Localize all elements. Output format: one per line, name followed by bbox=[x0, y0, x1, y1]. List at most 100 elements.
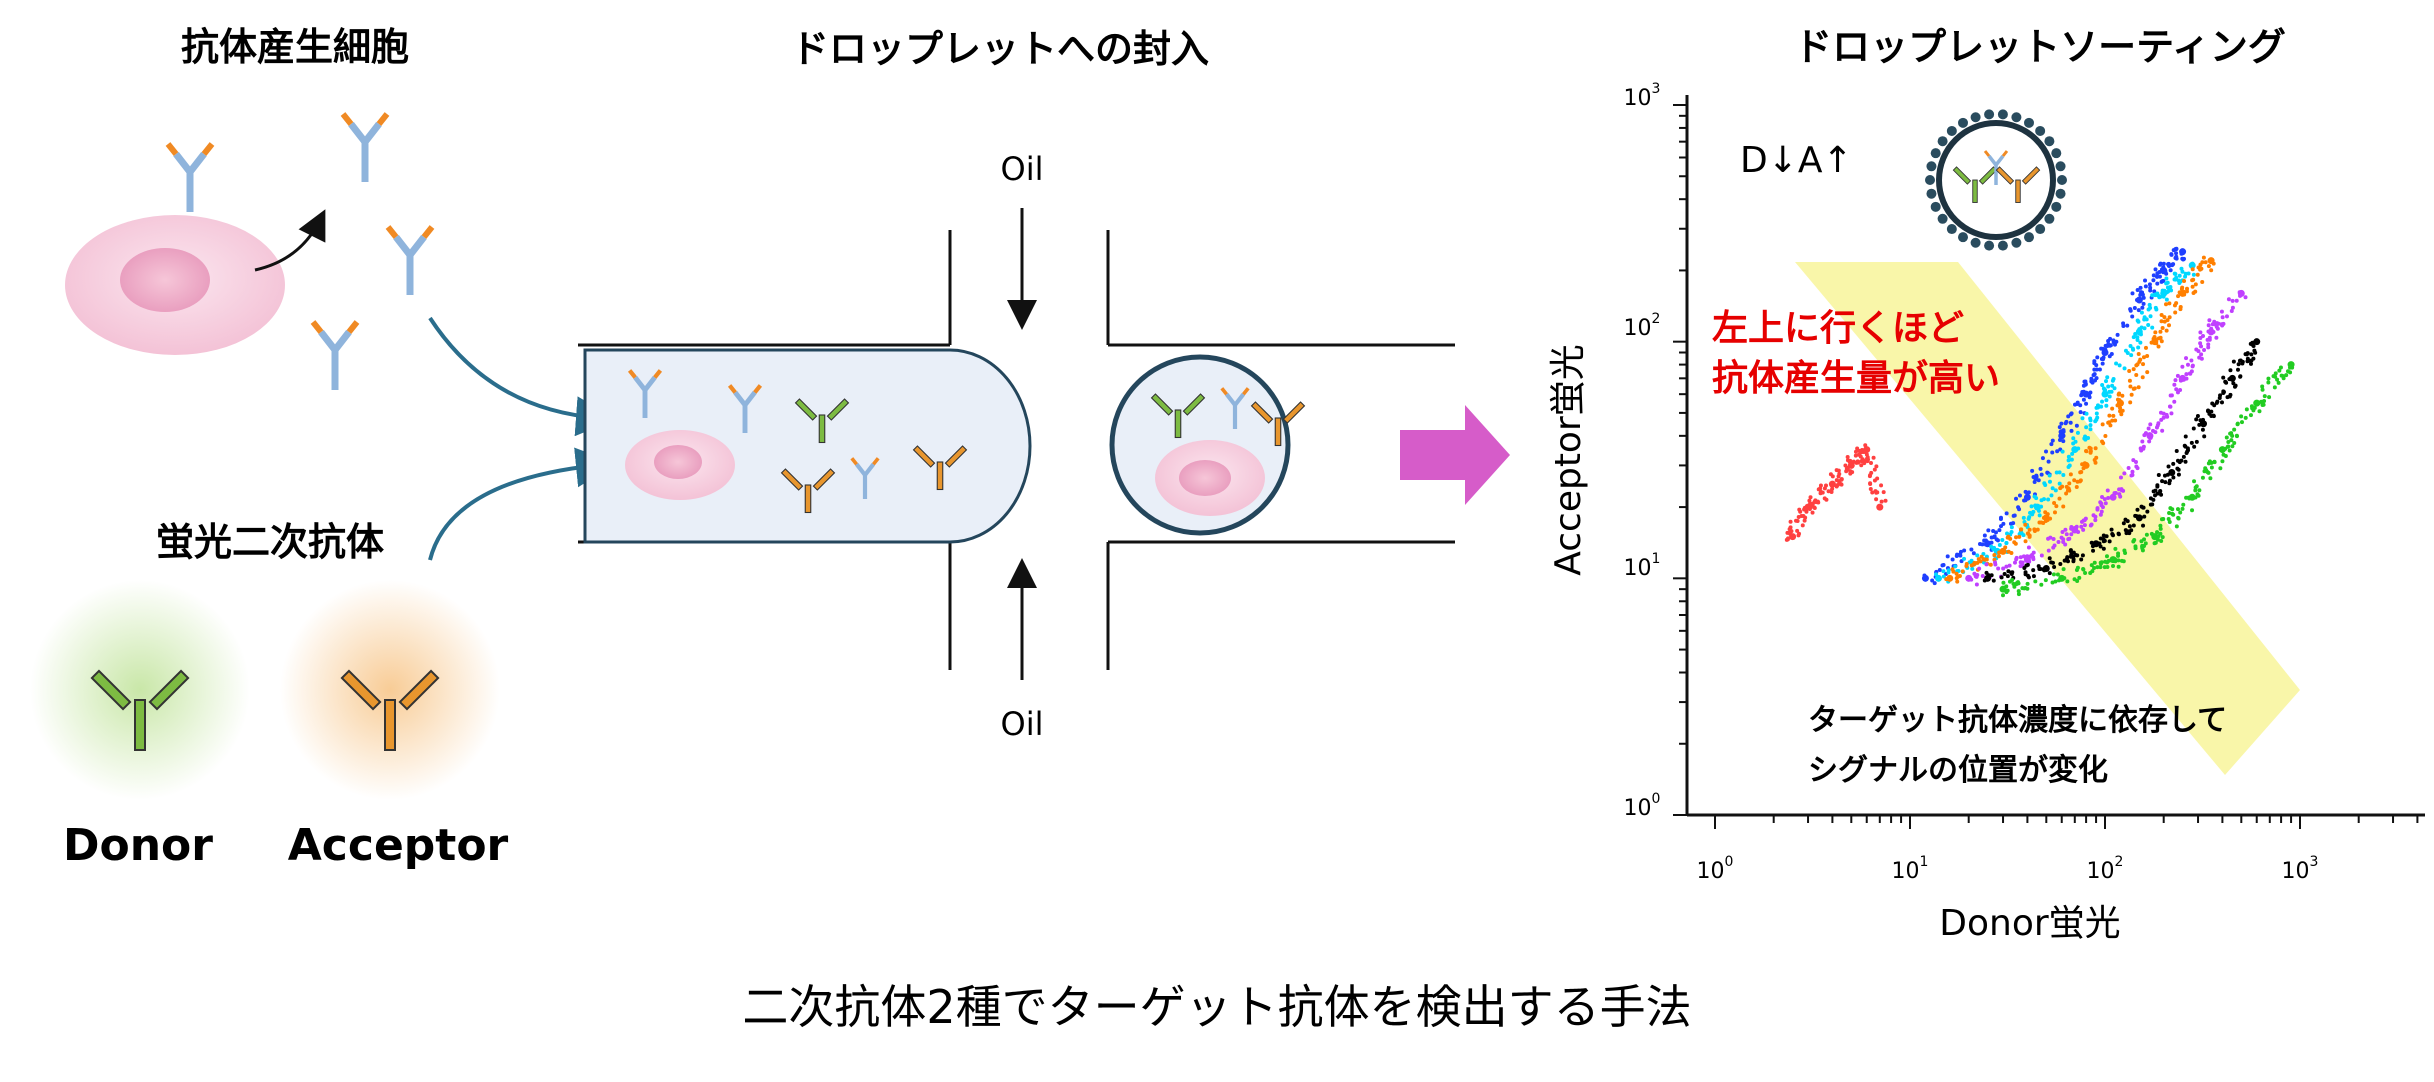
data-point bbox=[2167, 481, 2172, 486]
data-point bbox=[2100, 399, 2105, 404]
data-point bbox=[1863, 446, 1871, 454]
data-point bbox=[1992, 552, 1997, 557]
data-point bbox=[2128, 344, 2133, 349]
data-point bbox=[2148, 422, 2153, 427]
data-point bbox=[2079, 524, 2084, 529]
data-point bbox=[2225, 444, 2230, 449]
data-point bbox=[2098, 544, 2103, 549]
data-point bbox=[2084, 411, 2089, 416]
data-point bbox=[2143, 284, 2148, 289]
data-point bbox=[2161, 411, 2166, 416]
data-point bbox=[1868, 487, 1873, 492]
lipid-head bbox=[1984, 240, 1995, 251]
data-point bbox=[1941, 562, 1946, 567]
data-point bbox=[2190, 363, 2195, 368]
data-point bbox=[2057, 470, 2062, 475]
data-point bbox=[2084, 449, 2089, 454]
data-point bbox=[1964, 564, 1969, 569]
data-point bbox=[2049, 442, 2054, 447]
data-point bbox=[2139, 325, 2144, 330]
data-point bbox=[2232, 427, 2237, 432]
data-point bbox=[2099, 560, 2104, 565]
data-point bbox=[2281, 376, 2286, 381]
data-point bbox=[2002, 571, 2007, 576]
data-point bbox=[2249, 404, 2254, 409]
lipid-head bbox=[2035, 125, 2046, 136]
data-point bbox=[2054, 470, 2059, 475]
lipid-head bbox=[1926, 188, 1937, 199]
data-point bbox=[2055, 572, 2060, 577]
data-point bbox=[2036, 508, 2041, 513]
data-point bbox=[1978, 559, 1983, 564]
data-point bbox=[1871, 455, 1876, 460]
data-point bbox=[2232, 441, 2237, 446]
data-point bbox=[1982, 538, 1987, 543]
data-point bbox=[2032, 527, 2037, 532]
data-point bbox=[1835, 483, 1840, 488]
data-point bbox=[2158, 526, 2163, 531]
data-point bbox=[2168, 469, 2176, 477]
data-point bbox=[2040, 456, 2045, 461]
flow-arrow-secondary bbox=[428, 447, 616, 561]
data-point bbox=[2080, 553, 2085, 558]
data-point bbox=[2174, 246, 2179, 251]
data-point bbox=[2174, 256, 2179, 261]
data-point bbox=[2163, 480, 2168, 485]
data-point bbox=[2133, 331, 2138, 336]
data-point bbox=[2068, 472, 2073, 477]
data-point bbox=[2031, 550, 2036, 555]
data-point bbox=[2093, 446, 2098, 451]
data-point bbox=[2243, 415, 2248, 420]
data-point bbox=[2145, 353, 2150, 358]
x-tick-label: 101 bbox=[1892, 854, 1929, 884]
data-point bbox=[2191, 426, 2196, 431]
data-point bbox=[2016, 589, 2021, 594]
data-point bbox=[2158, 261, 2163, 266]
data-point bbox=[2230, 298, 2235, 303]
data-point bbox=[2064, 532, 2069, 537]
data-point bbox=[2146, 432, 2154, 440]
lipid-head bbox=[1970, 112, 1981, 123]
data-point bbox=[1932, 581, 1937, 586]
data-point bbox=[2179, 248, 2187, 256]
data-point bbox=[2118, 475, 2123, 480]
data-point bbox=[1999, 547, 2007, 555]
data-point bbox=[2135, 335, 2140, 340]
data-point bbox=[2053, 579, 2058, 584]
data-point bbox=[1788, 519, 1793, 524]
data-point bbox=[2155, 423, 2160, 428]
y-tick-label: 100 bbox=[1624, 791, 1661, 821]
data-point bbox=[2030, 468, 2035, 473]
data-point bbox=[2121, 324, 2126, 329]
data-point bbox=[2081, 567, 2086, 572]
data-point bbox=[2001, 580, 2006, 585]
data-point bbox=[2009, 525, 2014, 530]
data-point bbox=[2068, 549, 2073, 554]
lipid-head bbox=[1930, 148, 1941, 159]
data-point bbox=[2154, 341, 2159, 346]
sorting-scatter-plot: 100 101 102 103 100 101 102 103 Donor蛍光 … bbox=[1548, 81, 2425, 944]
data-point bbox=[2159, 339, 2164, 344]
data-point bbox=[2026, 545, 2031, 550]
data-point bbox=[2021, 515, 2026, 520]
data-point bbox=[2191, 272, 2196, 277]
data-point bbox=[2066, 454, 2071, 459]
data-point bbox=[2162, 315, 2167, 320]
data-point bbox=[2005, 574, 2010, 579]
data-point bbox=[2206, 264, 2211, 269]
data-point bbox=[2027, 554, 2032, 559]
data-point bbox=[2190, 284, 2195, 289]
data-point bbox=[2141, 523, 2146, 528]
antibody-icon bbox=[343, 114, 387, 182]
data-point bbox=[2095, 565, 2100, 570]
data-point bbox=[2110, 418, 2115, 423]
data-point bbox=[2148, 285, 2153, 290]
data-point bbox=[2161, 265, 2166, 270]
data-point bbox=[1848, 469, 1853, 474]
data-point bbox=[1879, 483, 1884, 488]
data-point bbox=[2160, 288, 2165, 293]
lipid-head bbox=[2051, 148, 2062, 159]
data-point bbox=[1798, 509, 1803, 514]
data-point bbox=[2117, 363, 2122, 368]
data-point bbox=[2194, 439, 2199, 444]
